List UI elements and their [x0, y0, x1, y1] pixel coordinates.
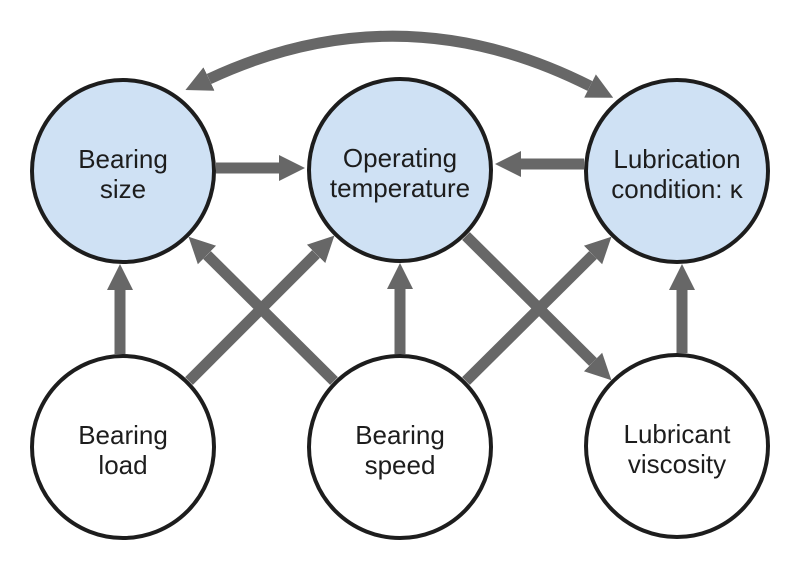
node-bearing-speed-label-line2: speed	[365, 450, 436, 480]
node-operating-temperature-label-line1: Operating	[343, 143, 457, 173]
node-operating-temperature-label-line2: temperature	[330, 173, 470, 203]
edge-bearing-speed-to-lubrication-condition	[462, 236, 612, 385]
node-lubricant-viscosity-label-line2: viscosity	[628, 449, 726, 479]
node-bearing-size-label-line1: Bearing	[78, 144, 168, 174]
node-lubrication-condition-label-line1: Lubrication	[613, 144, 740, 174]
node-lubricant-viscosity-label-line1: Lubricant	[624, 419, 732, 449]
node-bearing-size-label-line2: size	[100, 174, 146, 204]
edge-bearing-load-to-operating-temperature	[185, 235, 335, 385]
edge-operating-temperature-to-lubricant-viscosity	[462, 232, 612, 381]
node-bearing-speed-label-line1: Bearing	[355, 420, 445, 450]
node-bearing-speed	[307, 354, 493, 540]
node-bearing-load-label-line1: Bearing	[78, 420, 168, 450]
edge-bearing-size-lubrication-condition-bidirectional	[185, 30, 614, 98]
node-lubrication-condition	[584, 78, 770, 264]
edge-bearing-speed-to-bearing-size	[188, 236, 338, 385]
node-bearing-size	[30, 78, 216, 264]
node-lubrication-condition-label-line2: condition: κ	[611, 174, 744, 204]
node-lubricant-viscosity	[584, 353, 770, 539]
node-bearing-load	[30, 354, 216, 540]
node-bearing-load-label-line2: load	[98, 450, 147, 480]
